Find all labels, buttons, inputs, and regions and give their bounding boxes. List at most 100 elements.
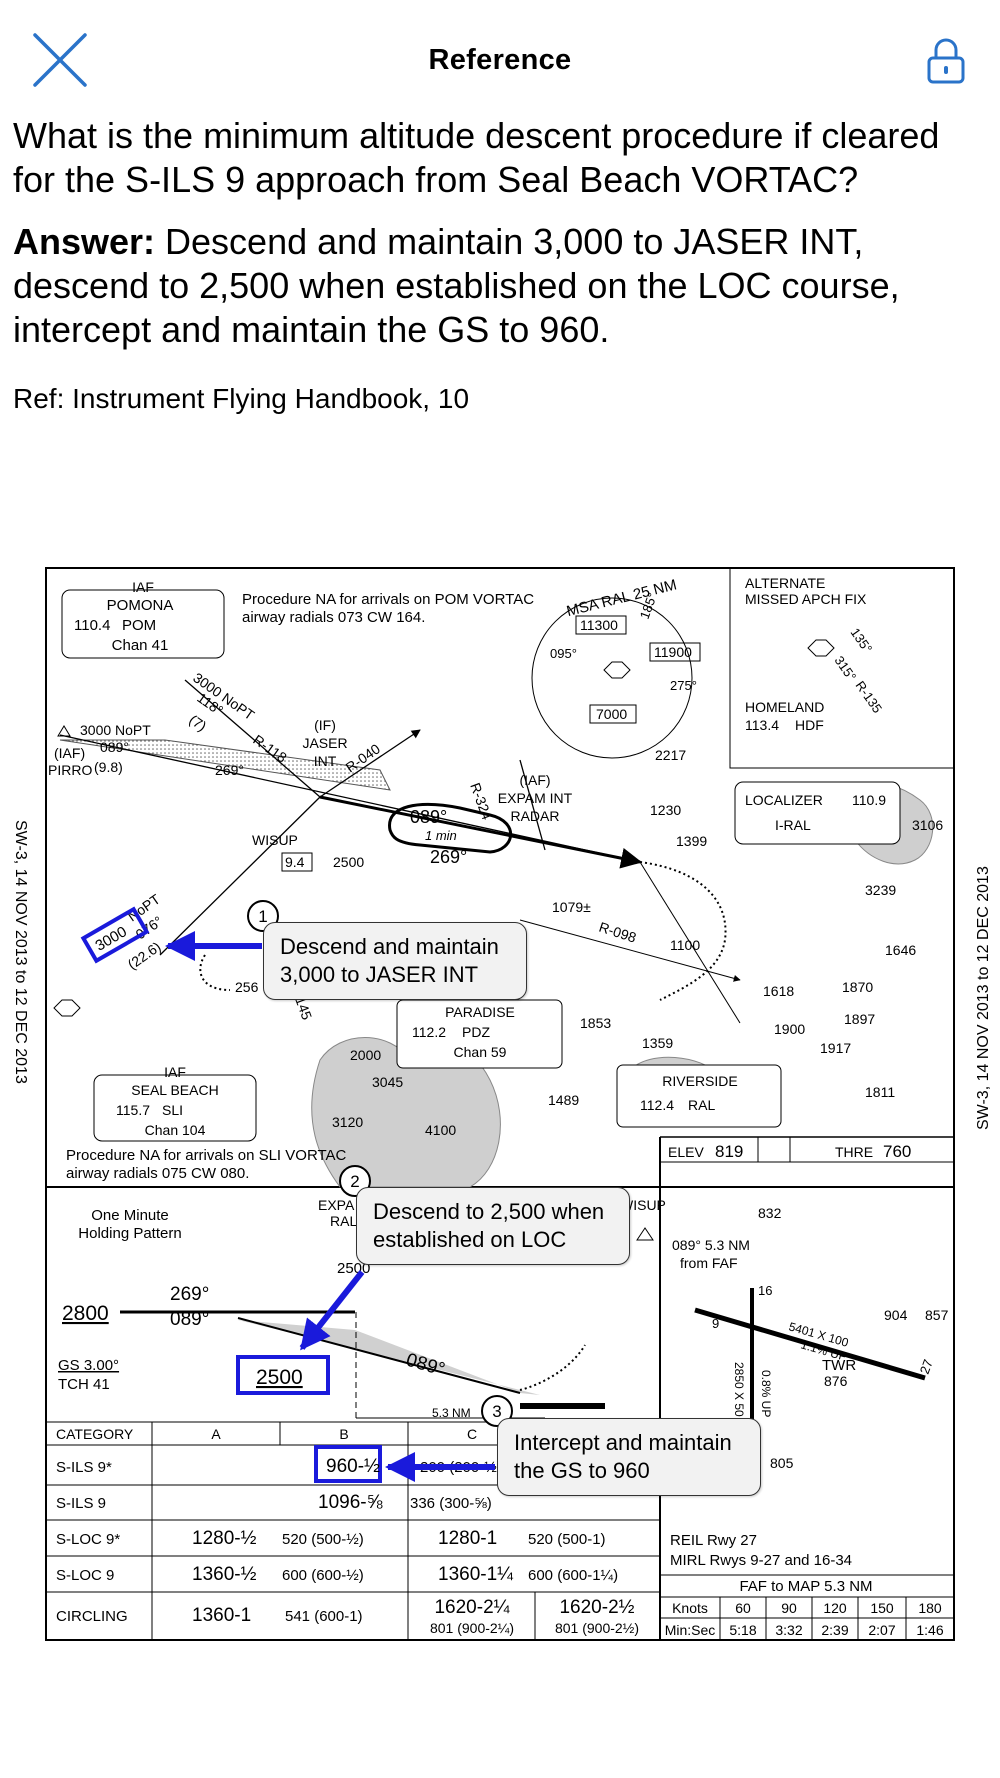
- spot-elevation: 1399: [676, 833, 707, 849]
- profile-expam: EXPA: [318, 1197, 355, 1213]
- jaser-line3: INT: [314, 753, 337, 769]
- mins-d: 1620-2½: [559, 1597, 634, 1618]
- mins-header: B: [339, 1426, 348, 1442]
- faf-map-minsec: 2:39: [821, 1622, 848, 1638]
- pirro-nopt: 3000 NoPT: [80, 722, 151, 738]
- alt-missed-line1: ALTERNATE: [745, 575, 825, 591]
- expam-line2: EXPAM INT: [498, 790, 573, 806]
- spot-elevation: 1853: [580, 1015, 611, 1031]
- paradise-id: PDZ: [462, 1024, 490, 1040]
- pom-leg-dist: (7): [186, 711, 209, 734]
- jaser-line1: (IF): [314, 717, 336, 733]
- note-mirl: MIRL Rwys 9-27 and 16-34: [670, 1552, 852, 1569]
- paradise-freq: 112.2: [412, 1024, 446, 1040]
- spot-elevations: 2217 1230 1399 1079± 3106 3239 1646 1100…: [332, 747, 943, 1138]
- mins-cat: CIRCLING: [56, 1608, 128, 1625]
- mins-ab2: 541 (600-1): [285, 1608, 363, 1625]
- minimums-table: CATEGORY A B C D S-ILS 9* 200 (200-½) S-…: [46, 1421, 660, 1640]
- close-icon[interactable]: [30, 30, 90, 90]
- seal-name: SEAL BEACH: [131, 1082, 218, 1098]
- pirro-track: [59, 734, 641, 863]
- faf-map-minsec-label: Min:Sec: [665, 1622, 716, 1638]
- alt-missed-box: [729, 567, 955, 769]
- mins-header: C: [467, 1426, 477, 1442]
- alt-missed-r2: 315°: [832, 653, 860, 684]
- profile-c089b: 089°: [404, 1350, 448, 1381]
- r098: R-098: [597, 919, 638, 946]
- paradise-box: [396, 999, 563, 1069]
- spot-elevation: 1618: [763, 983, 794, 999]
- msa-bearing: 095°: [550, 646, 577, 661]
- seal-leg-dist: (22.6): [125, 938, 164, 972]
- apt-r9: 9: [712, 1316, 719, 1331]
- proc-na-sli: Procedure NA for arrivals on SLI VORTAC: [66, 1147, 347, 1164]
- mins-cat: S-LOC 9: [56, 1567, 114, 1584]
- seal-id: SLI: [162, 1102, 183, 1118]
- glideslope-area: [238, 1320, 540, 1395]
- faf-map-knots: 150: [870, 1600, 894, 1616]
- pirro-fix-symbol: [57, 725, 71, 737]
- note-reil: REIL Rwy 27: [670, 1532, 757, 1549]
- apt-up2: 0.8% UP: [759, 1370, 773, 1417]
- loc-freq: 110.9: [852, 792, 886, 808]
- apt-832: 832: [758, 1205, 782, 1221]
- approach-chart: SW-3, 14 NOV 2013 to 12 DEC 2013 SW-3, 1…: [0, 560, 1000, 1660]
- mins-ab: 1360-1: [192, 1605, 251, 1626]
- profile-ral: RAL: [330, 1213, 357, 1229]
- lock-icon[interactable]: [926, 38, 966, 84]
- apt-r27: 27: [917, 1357, 936, 1376]
- mins-cd: 1360-1¼: [438, 1564, 514, 1585]
- apt-805: 805: [770, 1455, 794, 1471]
- callout-2-num: 2: [350, 1172, 359, 1191]
- apt-dims: 2850 X 50: [732, 1362, 746, 1417]
- loc-title: LOCALIZER: [745, 792, 823, 808]
- faf-map-minsec: 1:46: [916, 1622, 943, 1638]
- faf-map-minsec: 2:07: [868, 1622, 895, 1638]
- callout-1-num: 1: [258, 907, 267, 926]
- spot-elevation: 1900: [774, 1021, 805, 1037]
- profile-wisup: WISUP: [620, 1197, 666, 1213]
- localizer-box: [734, 781, 901, 845]
- alt-missed-r3: R-135: [853, 678, 886, 716]
- msa-title: MSA RAL 25 NM: [565, 576, 679, 620]
- jaser-line2: JASER: [302, 735, 347, 751]
- pomona-name: POMONA: [107, 597, 174, 614]
- chart-frame: [45, 567, 955, 1641]
- seal-freq: 115.7: [116, 1102, 150, 1118]
- hold-time: 1 min: [425, 828, 457, 843]
- mins-cat: S-ILS 9: [56, 1495, 106, 1512]
- spot-elevation: 2000: [350, 1047, 381, 1063]
- pomona-box: [61, 589, 225, 659]
- mins-cd: 336 (300-⅝): [410, 1495, 492, 1512]
- proc-na-pom-2: airway radials 073 CW 164.: [242, 609, 425, 626]
- glideslope: [237, 1317, 521, 1394]
- runway-9-27: [694, 1307, 926, 1381]
- highlight-960-text: 960-½: [326, 1456, 380, 1477]
- profile-2800: 2800: [62, 1302, 109, 1325]
- spot-elevation: 1917: [820, 1040, 851, 1056]
- nav-bar: Reference: [0, 0, 1000, 120]
- proc-na-sli-2: airway radials 075 CW 080.: [66, 1165, 249, 1182]
- mins-ab: 1096-⅝: [318, 1492, 383, 1513]
- faf-map-knots-label: Knots: [672, 1600, 708, 1616]
- callout-1-text: Descend and maintain 3,000 to JASER INT: [263, 922, 527, 1000]
- pomona-track: [184, 679, 321, 798]
- mins-ab2: 520 (500-½): [282, 1531, 364, 1548]
- mins-header: CATEGORY: [56, 1426, 134, 1442]
- mins-header: A: [211, 1426, 221, 1442]
- faf-map-knots: 120: [823, 1600, 847, 1616]
- apt-faf-2: from FAF: [680, 1255, 738, 1271]
- msa-value: 7000: [596, 706, 627, 722]
- pirro-c269: 269°: [215, 762, 244, 778]
- profile-gs: GS 3.00°: [58, 1357, 119, 1374]
- paradise-name: PARADISE: [445, 1004, 515, 1020]
- highlight-3000: 3000: [80, 906, 150, 964]
- pirro-iaf: (IAF): [54, 745, 85, 761]
- faf-map-minsec: 5:18: [729, 1622, 756, 1638]
- profile-hold-2: Holding Pattern: [78, 1225, 181, 1242]
- spot-elevation: 1079±: [552, 899, 591, 915]
- side-date-right: SW-3, 14 NOV 2013 to 12 DEC 2013: [975, 866, 992, 1130]
- riverside-box: [616, 1064, 782, 1128]
- page-title: Reference: [428, 44, 572, 76]
- callout-2-arrow: [299, 1270, 365, 1351]
